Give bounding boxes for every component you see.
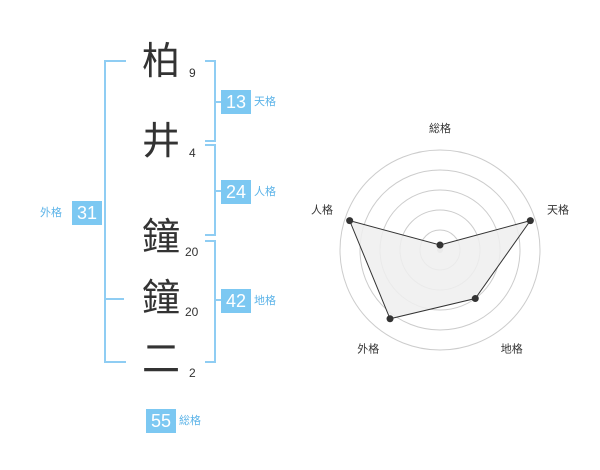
chikaku-bracket: [205, 240, 216, 363]
radar-ring: [339, 149, 541, 351]
soukaku-label: 総格: [179, 414, 201, 427]
gaikaku-label: 外格: [40, 206, 62, 219]
chikaku-badge: 42: [221, 289, 251, 313]
radar-point-1: [436, 241, 444, 249]
radar-axis-label-1: 総格: [429, 121, 451, 135]
radar-point-3: [471, 295, 479, 303]
outer-bracket: [104, 60, 126, 363]
stroke-count-3: 20: [185, 245, 199, 259]
jinkaku-label: 人格: [254, 185, 276, 198]
radar-axis-label-2: 天格: [547, 202, 569, 216]
gaikaku-badge: 31: [72, 201, 102, 225]
stroke-count-4: 20: [185, 305, 199, 319]
stroke-count-1: 9: [189, 66, 196, 80]
radar-axis-label-5: 人格: [311, 202, 333, 216]
radar-axis-label-3: 地格: [501, 342, 523, 356]
radar-point-2: [526, 217, 534, 225]
radar-axis-label-4: 外格: [357, 342, 379, 356]
radar-point-4: [386, 315, 394, 323]
radar-point-5: [346, 217, 354, 225]
stroke-count-2: 4: [189, 146, 196, 160]
radar-points: [346, 217, 534, 323]
stroke-count-5: 2: [189, 366, 196, 380]
radar-shape: [348, 219, 532, 320]
name-char-3: 鐘: [142, 215, 181, 259]
name-char-2: 井: [142, 119, 181, 163]
name-char-1: 柏: [142, 39, 181, 83]
tenkaku-label: 天格: [254, 95, 276, 108]
chikaku-connector: [214, 299, 221, 301]
jinkaku-badge: 24: [221, 180, 251, 204]
chikaku-label: 地格: [254, 294, 276, 307]
soukaku-badge: 55: [146, 409, 176, 433]
radar-ring: [359, 169, 521, 331]
tenkaku-connector: [214, 101, 221, 103]
name-char-4: 鐘: [142, 276, 181, 320]
name-char-5: 二: [142, 337, 181, 381]
jinkaku-connector: [214, 190, 221, 192]
tenkaku-badge: 13: [221, 90, 251, 114]
outer-bracket-mid-tick: [104, 298, 124, 300]
